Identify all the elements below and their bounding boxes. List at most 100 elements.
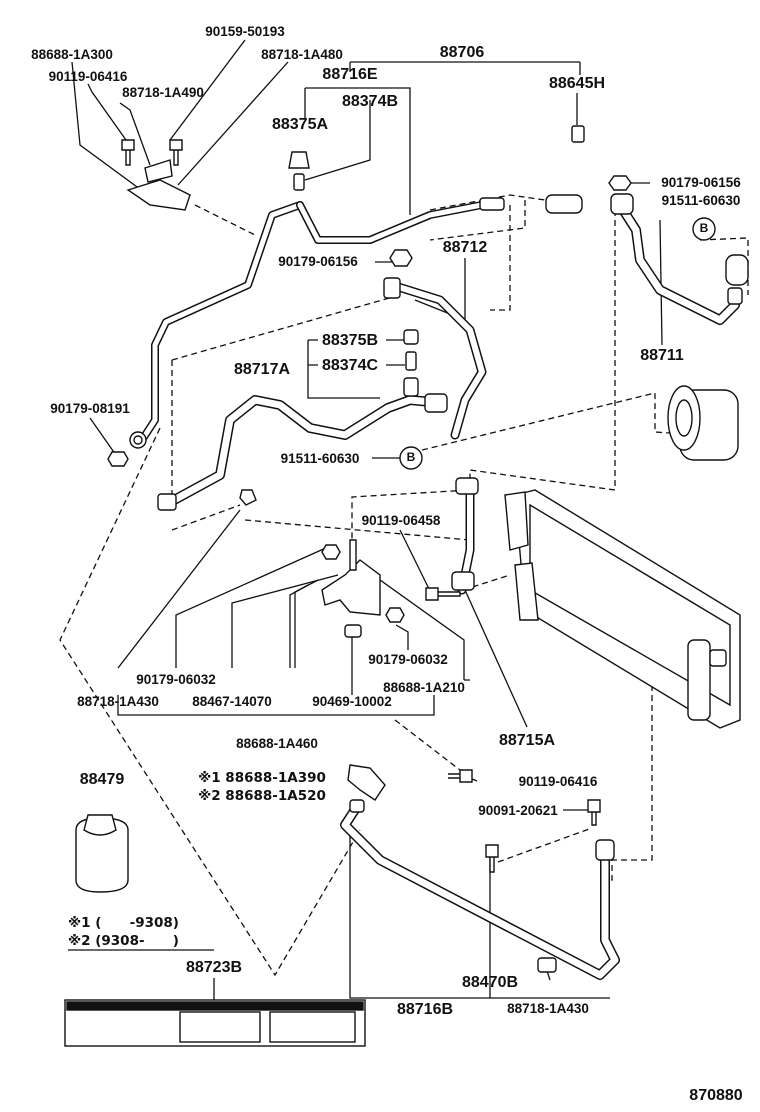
leader-line <box>294 579 319 668</box>
bolt <box>121 139 135 166</box>
label-88688-1a460: 88688-1A460 <box>236 736 318 751</box>
dashed-line <box>462 574 511 591</box>
sensor-switch <box>571 125 585 143</box>
valve-cap-88375b <box>403 329 419 345</box>
dashed-line <box>429 194 546 211</box>
label-88716b: 88716B <box>396 1001 454 1018</box>
circle-b-right <box>692 217 716 241</box>
fitting <box>424 393 448 413</box>
fitting <box>610 193 634 215</box>
bracket-88717a <box>307 339 380 399</box>
label-88718-1a490: 88718-1A490 <box>122 85 204 100</box>
leader-line <box>169 39 246 141</box>
leader-line <box>464 589 528 728</box>
label-88688-1a390: ※1 88688-1A390 <box>198 770 326 786</box>
dashed-line <box>394 719 461 771</box>
bolt <box>448 769 473 783</box>
pipe-88716e <box>139 202 303 443</box>
label-90119-06458: 90119-06458 <box>361 513 441 528</box>
nut <box>107 451 129 467</box>
fitting <box>383 277 401 299</box>
label-90179-08191: 90179-08191 <box>50 401 130 416</box>
oil-can-top <box>83 814 117 836</box>
label-88706: 88706 <box>439 44 485 61</box>
dashed-line <box>497 827 593 863</box>
label-90179-06156-center: 90179-06156 <box>278 254 358 269</box>
diagram-reference-number: 870880 <box>689 1087 743 1104</box>
label-88717a: 88717A <box>233 361 291 378</box>
label-panel <box>269 1011 356 1043</box>
fitting <box>479 197 505 211</box>
label-90179-06156-right: 90179-06156 <box>661 175 741 190</box>
clamp-bracket <box>144 159 173 183</box>
valve-core-88374c <box>405 351 417 371</box>
bracket-88688-1a210 <box>379 579 470 681</box>
fitting <box>157 493 177 511</box>
label-90119-06416-bottom: 90119-06416 <box>518 774 598 789</box>
clamp-bracket <box>126 179 191 211</box>
bolt <box>425 587 461 601</box>
label-90091-20621: 90091-20621 <box>478 803 558 818</box>
label-91511-60630-right: 91511-60630 <box>661 193 741 208</box>
leader-line <box>119 102 151 166</box>
condenser-bracket <box>504 491 529 551</box>
note-1: ※1 ( -9308) <box>68 915 179 931</box>
clamp <box>133 435 143 445</box>
bracket-88688-1a460 <box>117 695 435 716</box>
circle-b-center-text: B <box>406 450 416 464</box>
compressor-port <box>725 254 749 286</box>
hose-fitting <box>347 764 386 801</box>
pipe-88716b <box>341 801 619 979</box>
label-88711: 88711 <box>640 347 684 364</box>
valve-b <box>403 377 419 397</box>
fitting <box>595 839 615 861</box>
bracket-88716b <box>349 830 610 999</box>
label-88467-14070: 88467-14070 <box>192 694 272 709</box>
leader-line <box>71 61 149 196</box>
bracket-88706 <box>349 61 581 75</box>
label-88718-1a480: 88718-1A480 <box>261 47 343 62</box>
compressor-pulley <box>675 399 693 437</box>
bolt <box>587 799 601 826</box>
label-88688-1a300: 88688-1A300 <box>31 47 113 62</box>
label-88688-1a210: 88688-1A210 <box>383 680 465 695</box>
grommet <box>344 624 362 638</box>
label-88470b: 88470B <box>461 974 519 991</box>
leader-line <box>395 624 409 650</box>
label-88712: 88712 <box>442 239 488 256</box>
nut <box>321 544 341 560</box>
leader-line <box>177 61 289 186</box>
clamp <box>537 957 557 973</box>
valve-cap <box>288 151 310 169</box>
circle-b-right-text: B <box>699 221 709 235</box>
receiver-dryer <box>687 639 711 721</box>
label-88645h: 88645H <box>548 75 606 92</box>
label-90159-50193: 90159-50193 <box>205 24 285 39</box>
label-panel <box>179 1011 261 1043</box>
fitting <box>451 571 475 591</box>
bracket-88716e <box>304 87 411 215</box>
leader-line <box>414 258 466 321</box>
dashed-line <box>429 200 526 241</box>
label-90469-10002: 90469-10002 <box>312 694 392 709</box>
label-90179-06032-left: 90179-06032 <box>136 672 216 687</box>
label-88715a: 88715A <box>498 732 556 749</box>
condenser-core <box>529 503 731 707</box>
note-2: ※2 (9308- ) <box>68 933 179 949</box>
label-88716e: 88716E <box>322 66 378 83</box>
compressor-port <box>727 287 743 305</box>
leader-line <box>289 584 309 668</box>
bolt <box>349 539 357 571</box>
pressure-switch <box>709 649 727 667</box>
dashed-line <box>171 504 241 531</box>
clip <box>239 489 257 506</box>
fitting <box>545 194 583 214</box>
leader-line <box>175 546 329 668</box>
pipe-88717a <box>161 396 436 509</box>
bolt <box>169 139 183 166</box>
label-90119-06416-top: 90119-06416 <box>48 69 128 84</box>
leader-line <box>304 100 371 181</box>
leader-line <box>87 83 127 141</box>
label-88479: 88479 <box>79 771 125 788</box>
leader-line <box>117 509 241 669</box>
